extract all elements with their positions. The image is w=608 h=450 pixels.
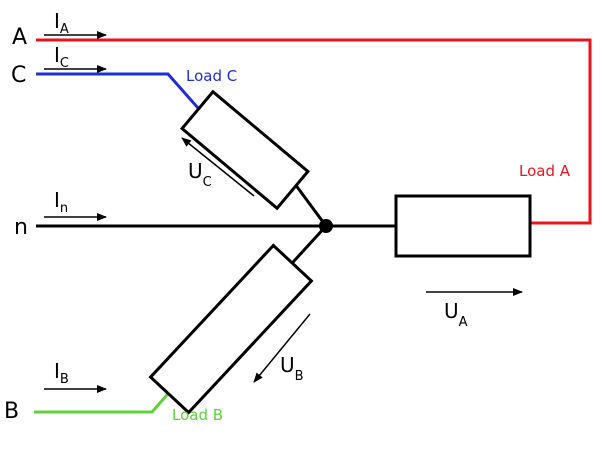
phase-n-label: n — [14, 215, 28, 240]
current-c-label: IC — [54, 43, 69, 71]
load-b-box — [148, 243, 314, 415]
star-point — [319, 219, 333, 233]
load-a-label: Load A — [519, 162, 571, 180]
phase-a-label: A — [12, 25, 27, 50]
load-c-label: Load C — [186, 67, 237, 85]
load-c-box — [179, 89, 311, 211]
load-a-box — [394, 194, 532, 258]
voltage-b-label: UB — [280, 353, 304, 384]
current-b-label: IB — [54, 359, 69, 387]
current-n-label: In — [54, 188, 68, 216]
voltage-b-arrow — [253, 313, 311, 383]
voltage-c-arrow — [181, 137, 255, 197]
phase-c-wire — [36, 72, 200, 109]
voltage-a-label: UA — [444, 299, 468, 330]
load-b-label: Load B — [172, 406, 223, 424]
star-to-load-c — [290, 179, 328, 227]
phase-b-label: B — [4, 399, 19, 424]
current-a-label: IA — [54, 9, 69, 37]
voltage-c-label: UC — [188, 159, 212, 190]
phase-a-wire — [36, 38, 592, 225]
phase-c-label: C — [11, 63, 26, 88]
